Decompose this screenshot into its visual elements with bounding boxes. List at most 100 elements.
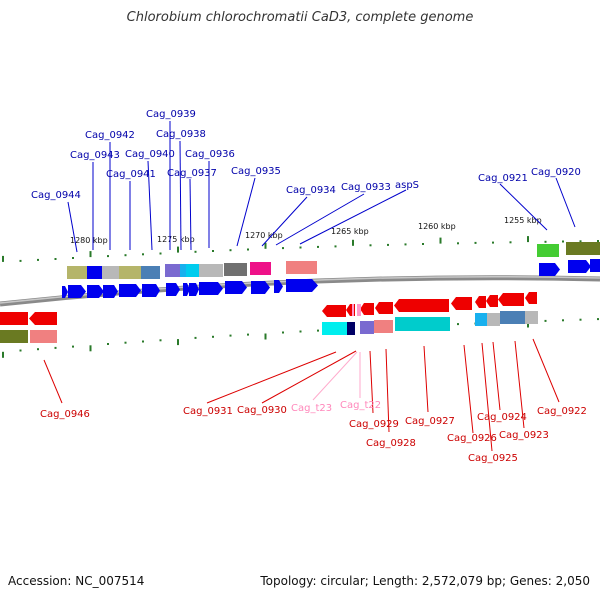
- label-cag-0936: Cag_0936: [185, 149, 235, 160]
- scale-tick: [299, 246, 302, 249]
- top-leader-lines: [67, 121, 576, 253]
- bottom-feature-boxes: [0, 311, 538, 343]
- scale-tick: [317, 245, 319, 248]
- minus-strand-genes: [0, 292, 537, 325]
- scale-ticks-bottom: [2, 318, 599, 358]
- top-gene-labels: Cag_0944 Cag_0943 Cag_0942 Cag_0941 Cag_…: [31, 109, 581, 201]
- scale-tick: [544, 319, 547, 322]
- trna-leader-lines: [312, 351, 361, 401]
- label-cag-0920: Cag_0920: [531, 167, 581, 178]
- trna-genes: [352, 304, 361, 316]
- scale-label-1275: 1275 kbp: [157, 235, 195, 244]
- accession-text: Accession: NC_007514: [8, 574, 145, 588]
- label-cag-0930: Cag_0930: [237, 405, 287, 416]
- scale-tick: [264, 242, 267, 249]
- scale-tick: [89, 251, 92, 258]
- scale-tick: [579, 240, 582, 243]
- scale-tick: [177, 246, 179, 253]
- label-cag-0927: Cag_0927: [405, 416, 455, 427]
- scale-tick: [124, 341, 127, 344]
- scale-labels: 1280 kbp 1275 kbp 1270 kbp 1265 kbp 1260…: [70, 216, 542, 245]
- label-asps: aspS: [395, 180, 419, 191]
- scale-tick: [37, 258, 39, 261]
- label-cag-t22: Cag_t22: [340, 400, 381, 411]
- label-cag-0942: Cag_0942: [85, 130, 135, 141]
- scale-tick: [369, 244, 372, 247]
- scale-tick: [19, 349, 22, 352]
- label-cag-0928: Cag_0928: [366, 438, 416, 449]
- scale-tick: [282, 331, 284, 334]
- scale-tick: [124, 254, 127, 257]
- scale-tick: [422, 243, 424, 245]
- scale-label-1270: 1270 kbp: [245, 231, 283, 240]
- scale-tick: [194, 336, 197, 339]
- label-cag-t23: Cag_t23: [291, 403, 332, 414]
- label-cag-0940: Cag_0940: [125, 149, 175, 160]
- scale-tick: [457, 242, 459, 245]
- bottom-leader-lines: [43, 338, 560, 452]
- scale-tick: [177, 339, 179, 346]
- scale-tick: [597, 318, 599, 321]
- label-cag-0935: Cag_0935: [231, 166, 281, 177]
- genome-title: Chlorobium chlorochromatii CaD3, complet…: [126, 10, 474, 25]
- label-cag-0926: Cag_0926: [447, 433, 497, 444]
- scale-tick: [579, 318, 582, 321]
- scale-tick: [317, 329, 319, 332]
- scale-tick: [387, 243, 389, 246]
- scale-tick: [352, 239, 354, 246]
- scale-tick: [247, 248, 249, 251]
- scale-tick: [334, 245, 337, 248]
- scale-tick: [247, 333, 249, 336]
- scale-tick: [19, 259, 22, 262]
- scale-tick: [107, 255, 109, 258]
- scale-tick: [72, 257, 74, 259]
- label-cag-0941: Cag_0941: [106, 169, 156, 180]
- label-cag-0938: Cag_0938: [156, 129, 206, 140]
- bottom-gene-labels: Cag_0946 Cag_0931 Cag_0930 Cag_t23 Cag_t…: [40, 400, 587, 464]
- scale-label-1265: 1265 kbp: [331, 227, 369, 236]
- scale-tick: [2, 351, 4, 358]
- label-cag-0934: Cag_0934: [286, 185, 336, 196]
- topology-text: Topology: circular; Length: 2,572,079 bp…: [260, 574, 590, 588]
- label-cag-0923: Cag_0923: [499, 430, 549, 441]
- scale-tick: [229, 334, 232, 337]
- label-cag-0925: Cag_0925: [468, 453, 518, 464]
- label-cag-0929: Cag_0929: [349, 419, 399, 430]
- scale-tick: [527, 321, 529, 328]
- scale-tick: [159, 252, 162, 255]
- plus-strand-genes: [62, 259, 600, 298]
- scale-tick: [142, 253, 144, 256]
- scale-tick: [107, 343, 109, 345]
- scale-tick: [527, 236, 529, 243]
- scale-tick: [229, 249, 232, 252]
- scale-ticks-top: [2, 236, 599, 262]
- scale-tick: [54, 346, 57, 349]
- label-cag-0933: Cag_0933: [341, 182, 391, 193]
- scale-tick: [72, 345, 74, 348]
- label-cag-0944: Cag_0944: [31, 190, 81, 201]
- scale-tick: [597, 240, 599, 242]
- scale-tick: [159, 339, 162, 342]
- scale-tick: [282, 247, 284, 250]
- scale-tick: [299, 330, 302, 333]
- scale-tick: [89, 345, 92, 352]
- label-cag-0931: Cag_0931: [183, 406, 233, 417]
- scale-tick: [439, 237, 442, 244]
- scale-label-1280: 1280 kbp: [70, 236, 108, 245]
- scale-tick: [142, 340, 144, 343]
- scale-tick: [212, 250, 214, 252]
- scale-tick: [544, 240, 547, 243]
- label-cag-0939: Cag_0939: [146, 109, 196, 120]
- scale-tick: [194, 250, 197, 253]
- label-cag-0922: Cag_0922: [537, 406, 587, 417]
- scale-tick: [562, 319, 564, 322]
- label-cag-0943: Cag_0943: [70, 150, 120, 161]
- scale-tick: [509, 241, 512, 244]
- label-cag-0921: Cag_0921: [478, 173, 528, 184]
- scale-label-1255: 1255 kbp: [504, 216, 542, 225]
- scale-tick: [212, 335, 214, 338]
- label-cag-0937: Cag_0937: [167, 168, 217, 179]
- scale-tick: [264, 333, 267, 340]
- scale-tick: [404, 243, 407, 246]
